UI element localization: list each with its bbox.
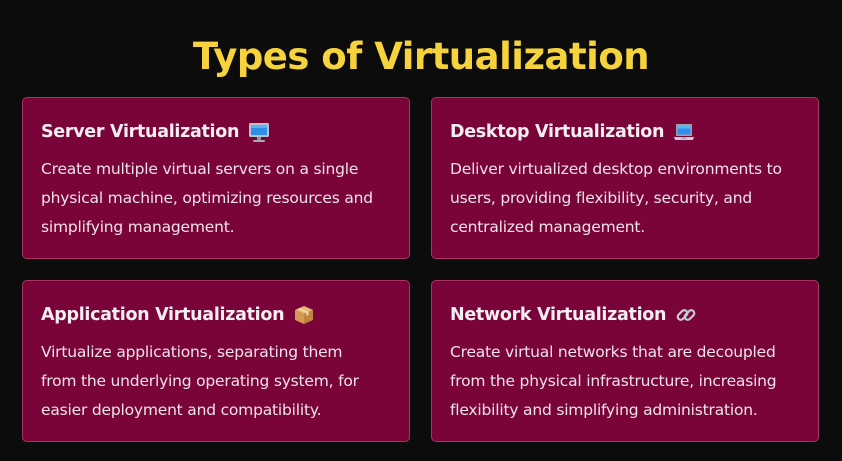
card-description-line: centralized management. bbox=[450, 218, 646, 236]
card-description: Deliver virtualized desktop environments… bbox=[450, 155, 800, 242]
card-title: Network Virtualization bbox=[450, 305, 667, 325]
card-application-virtualization: Application Virtualization Virtualize ap… bbox=[22, 280, 410, 442]
link-icon bbox=[675, 304, 697, 326]
card-title-row: Network Virtualization bbox=[450, 301, 800, 329]
card-description-line: from the physical infrastructure, increa… bbox=[450, 372, 777, 390]
card-description-line: Create virtual networks that are decoupl… bbox=[450, 343, 776, 361]
card-description: Create virtual networks that are decoupl… bbox=[450, 338, 800, 425]
card-description: Create multiple virtual servers on a sin… bbox=[41, 155, 391, 242]
page-title: Types of Virtualization bbox=[192, 34, 650, 78]
card-description-line: physical machine, optimizing resources a… bbox=[41, 189, 373, 207]
card-description-line: Deliver virtualized desktop environments… bbox=[450, 160, 782, 178]
card-title: Desktop Virtualization bbox=[450, 122, 665, 142]
card-server-virtualization: Server Virtualization Create multiple vi… bbox=[22, 97, 410, 259]
card-description-line: easier deployment and compatibility. bbox=[41, 401, 322, 419]
laptop-icon bbox=[673, 121, 695, 143]
card-desktop-virtualization: Desktop Virtualization Deliver virtualiz… bbox=[431, 97, 819, 259]
card-description: Virtualize applications, separating them… bbox=[41, 338, 391, 425]
card-title-row: Desktop Virtualization bbox=[450, 118, 800, 146]
card-title-row: Server Virtualization bbox=[41, 118, 391, 146]
card-description-line: from the underlying operating system, fo… bbox=[41, 372, 359, 390]
card-title-row: Application Virtualization bbox=[41, 301, 391, 329]
package-icon bbox=[293, 304, 315, 326]
card-description-line: Virtualize applications, separating them bbox=[41, 343, 343, 361]
card-description-line: Create multiple virtual servers on a sin… bbox=[41, 160, 359, 178]
card-title: Application Virtualization bbox=[41, 305, 285, 325]
card-description-line: users, providing flexibility, security, … bbox=[450, 189, 752, 207]
card-network-virtualization: Network Virtualization Create virtual ne… bbox=[431, 280, 819, 442]
card-title: Server Virtualization bbox=[41, 122, 240, 142]
card-description-line: simplifying management. bbox=[41, 218, 235, 236]
card-description-line: flexibility and simplifying administrati… bbox=[450, 401, 758, 419]
desktop-computer-icon bbox=[248, 121, 270, 143]
